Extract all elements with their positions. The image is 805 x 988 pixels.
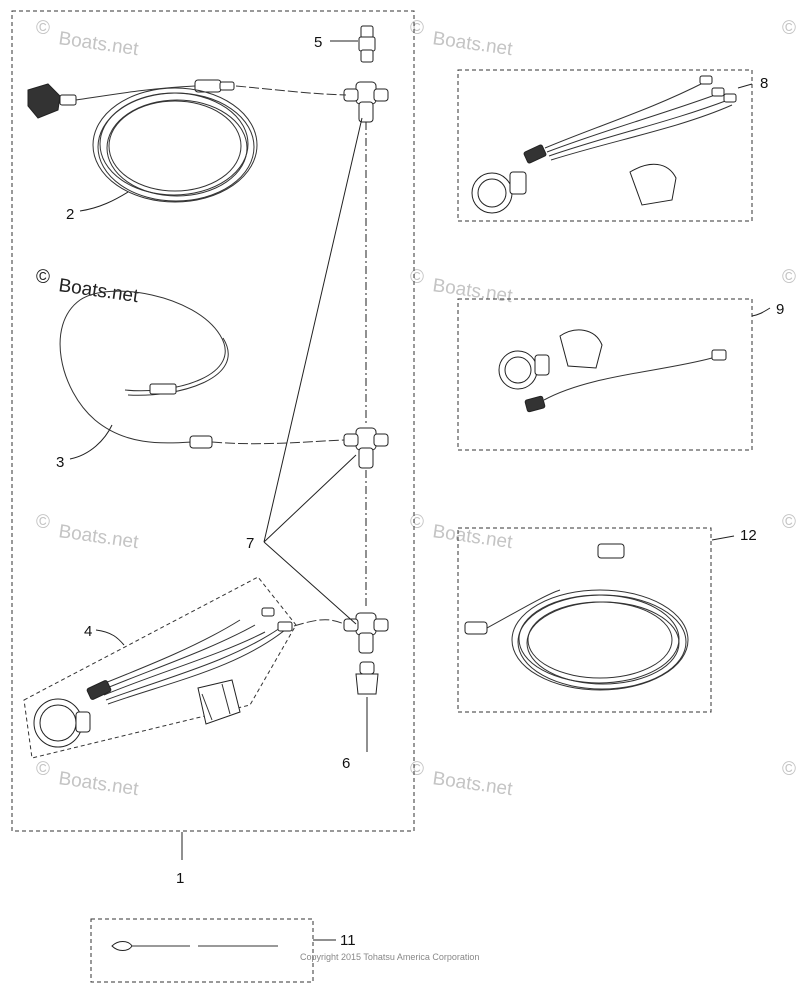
watermark-symbol: ©: [36, 18, 50, 39]
callout-8: 8: [760, 75, 768, 92]
watermark-symbol: ©: [782, 759, 796, 780]
watermark: ©: [782, 759, 796, 780]
coiled-cable-icon: [27, 79, 347, 203]
terminator-icon: [355, 661, 379, 695]
callout-1: 1: [176, 870, 184, 887]
watermark-symbol: ©: [36, 512, 50, 533]
gauge-kit-icon: [498, 329, 727, 413]
gauge-kit-icon: [33, 607, 345, 748]
callouts: 1 2 3 4 5 6 7 8 9 11 12: [56, 34, 784, 949]
probe-icon: [111, 941, 278, 951]
callout-4: 4: [84, 623, 92, 640]
kit-11-box: [90, 918, 314, 983]
watermark-symbol: ©: [410, 18, 424, 39]
callout-2: 2: [66, 206, 74, 223]
kit-4-box: [23, 576, 297, 759]
watermark: ©: [782, 18, 796, 39]
watermark: © Boats.net: [36, 18, 140, 60]
callout-9: 9: [776, 301, 784, 318]
watermark: © Boats.net: [410, 759, 514, 800]
watermark-text: Boats.net: [57, 521, 140, 553]
watermark: © Boats.net: [36, 759, 140, 800]
watermark-text: Boats.net: [57, 28, 140, 60]
watermark-symbol: ©: [782, 18, 796, 39]
watermark-symbol: ©: [36, 267, 50, 288]
watermark-symbol: ©: [782, 267, 796, 288]
callout-12: 12: [740, 527, 757, 544]
watermark: © Boats.net: [36, 267, 140, 307]
leader-lines: [69, 40, 771, 941]
coiled-cable-icon: [464, 543, 689, 691]
watermark-symbol: ©: [782, 512, 796, 533]
t-connector-icon: [343, 81, 389, 123]
watermark-symbol: ©: [36, 759, 50, 780]
watermark-text: Boats.net: [57, 768, 140, 800]
watermark-symbol: ©: [410, 759, 424, 780]
watermarks: © Boats.net © Boats.net © © Boats.net © …: [36, 18, 796, 800]
watermark: ©: [782, 512, 796, 533]
watermark-text: Boats.net: [431, 768, 514, 800]
callout-6: 6: [342, 755, 350, 772]
watermark-text: Boats.net: [431, 28, 514, 60]
gauge-kit-icon: [471, 75, 737, 214]
callout-5: 5: [314, 34, 322, 51]
kit-9-box: [457, 298, 753, 451]
callout-11: 11: [340, 932, 356, 949]
watermark-text: Boats.net: [431, 275, 514, 307]
cable-icon: [59, 290, 345, 449]
watermark-symbol: ©: [410, 512, 424, 533]
watermark-symbol: ©: [410, 267, 424, 288]
watermark: © Boats.net: [410, 267, 514, 307]
callout-7: 7: [246, 535, 254, 552]
watermark: © Boats.net: [36, 512, 140, 553]
watermark: © Boats.net: [410, 18, 514, 60]
watermark: ©: [782, 267, 796, 288]
kit-1-box: [11, 10, 415, 832]
callout-3: 3: [56, 454, 64, 471]
copyright-text: Copyright 2015 Tohatsu America Corporati…: [300, 952, 479, 962]
t-connector-icon: [343, 427, 389, 469]
terminator-plug-icon: [358, 25, 376, 63]
kit-12-box: [457, 527, 712, 713]
kit-8-box: [457, 69, 753, 222]
watermark-text: Boats.net: [431, 521, 514, 553]
watermark: © Boats.net: [410, 512, 514, 553]
